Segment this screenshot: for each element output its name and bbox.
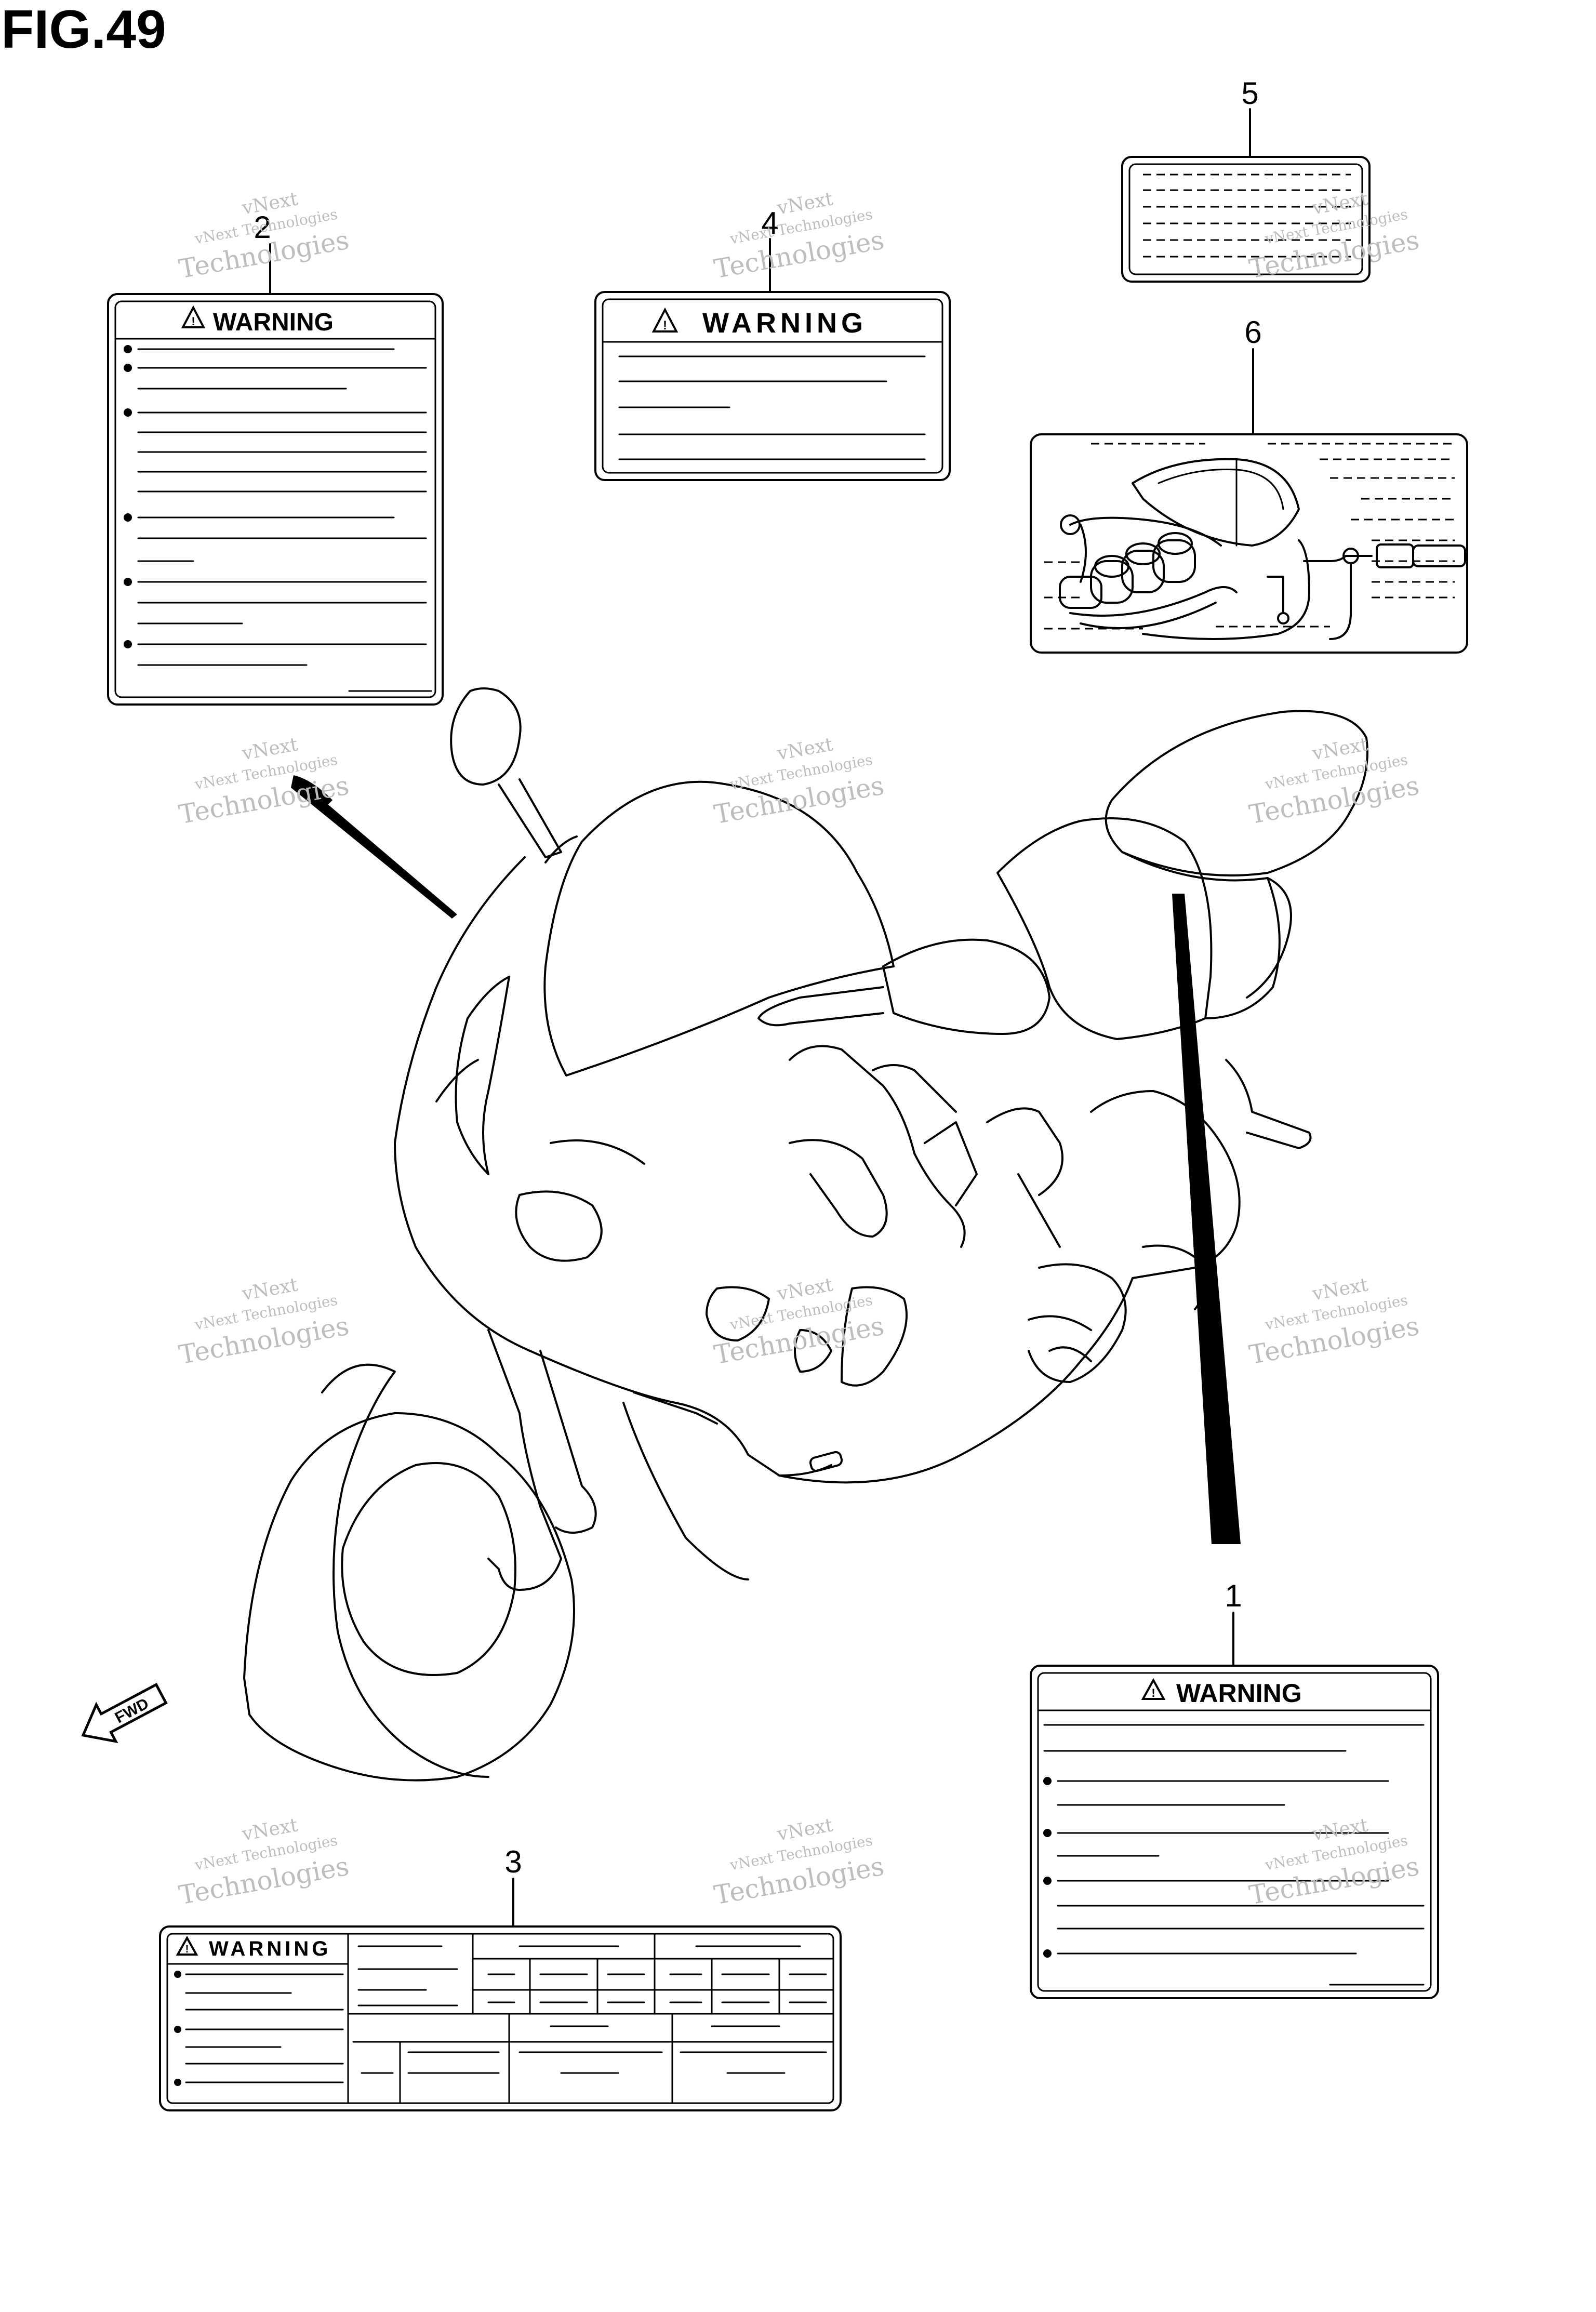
watermark: vNext vNext Technologies Technologies [177,1814,351,1910]
gauge-cluster [1059,532,1238,629]
watermark: vNext vNext Technologies Technologies [177,1274,351,1370]
label-3-table [347,1933,834,2104]
label-6-dash-lines [1044,443,1455,630]
label-4-text-lines [618,355,926,460]
svg-text:!: ! [191,315,195,328]
label-3[interactable]: 3 ! WARNING [159,1844,842,2111]
label-6[interactable]: 6 [1030,315,1468,654]
watermark: vNext vNext Technologies Technologies [1247,1274,1421,1370]
warning-header-3: ! WARNING [176,1935,331,1960]
svg-text:!: ! [185,1944,189,1955]
svg-text:WARNING: WARNING [702,308,867,339]
label-2-text-lines [124,345,432,692]
label-4[interactable]: 4 ! WARNING [594,206,951,481]
fwd-arrow-icon: FWD [81,1683,168,1744]
callout-number-2: 2 [254,210,271,245]
callout-number-4: 4 [761,206,778,241]
watermark: vNext vNext Technologies Technologies [1247,1814,1421,1910]
warning-header-1: ! WARNING [1141,1678,1302,1708]
motorcycle-drawing [243,687,1368,1782]
watermark: vNext vNext Technologies Technologies [712,734,886,830]
warning-header-2: ! WARNING [181,305,334,336]
label-5[interactable]: 5 [1121,76,1371,283]
watermark: vNext vNext Technologies Technologies [1247,188,1421,284]
callout-number-3: 3 [504,1844,522,1879]
watermark: vNext vNext Technologies Technologies [1247,734,1421,830]
callout-number-5: 5 [1241,76,1258,111]
callout-number-1: 1 [1225,1578,1242,1613]
label-1[interactable]: 1 ! WARNING [1030,1578,1439,1999]
svg-text:WARNING: WARNING [1176,1679,1302,1708]
watermark: vNext vNext Technologies Technologies [712,188,886,284]
warning-header-4: ! WARNING [651,307,867,339]
svg-text:!: ! [663,318,667,333]
label-5-text-lines [1143,174,1351,258]
svg-text:WARNING: WARNING [213,309,334,336]
svg-text:!: ! [1151,1686,1155,1699]
wiring-harness-drawing [1059,458,1466,640]
label-3-left-text [174,1971,344,2086]
callout-number-6: 6 [1244,315,1261,350]
watermark: vNext vNext Technologies Technologies [712,1274,886,1370]
label-1-text-lines [1043,1724,1425,1986]
watermark: vNext vNext Technologies Technologies [712,1814,886,1910]
svg-text:WARNING: WARNING [209,1937,331,1960]
label-2[interactable]: 2 ! WARNING [107,210,444,706]
figure-title: FIG.49 [1,0,166,60]
watermark: vNext vNext Technologies Technologies [177,188,351,284]
